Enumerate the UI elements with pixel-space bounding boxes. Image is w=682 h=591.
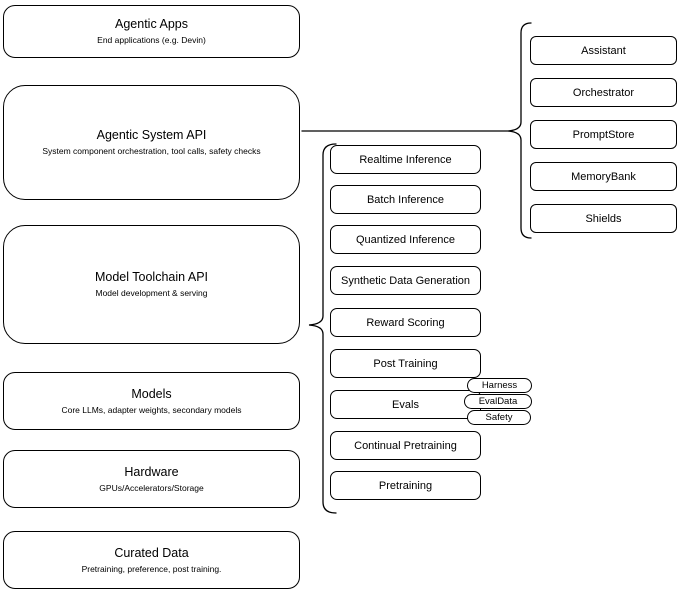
- box-agentic-system-api: Agentic System API System component orch…: [3, 85, 300, 200]
- node-evals: Evals: [330, 390, 481, 419]
- box-title: Model Toolchain API: [94, 270, 209, 284]
- box-model-toolchain-api: Model Toolchain API Model development & …: [3, 225, 300, 344]
- box-title: Agentic Apps: [115, 17, 188, 31]
- node-synthetic-data-generation: Synthetic Data Generation: [330, 266, 481, 295]
- box-title: Agentic System API: [96, 128, 207, 142]
- node-label: Synthetic Data Generation: [340, 274, 471, 287]
- node-batch-inference: Batch Inference: [330, 185, 481, 214]
- node-label: PromptStore: [572, 128, 635, 141]
- pill-harness: Harness: [467, 378, 532, 393]
- box-subtitle: System component orchestration, tool cal…: [42, 146, 261, 156]
- box-subtitle: Core LLMs, adapter weights, secondary mo…: [61, 404, 242, 415]
- pill-evaldata: EvalData: [464, 394, 532, 409]
- node-label: Evals: [392, 398, 419, 411]
- box-title: Curated Data: [114, 545, 189, 560]
- node-label: Orchestrator: [572, 86, 635, 99]
- node-label: Pretraining: [378, 479, 433, 492]
- box-subtitle: End applications (e.g. Devin): [97, 35, 206, 45]
- pill-safety: Safety: [467, 410, 531, 425]
- toolchain-bracket: [308, 143, 337, 514]
- node-quantized-inference: Quantized Inference: [330, 225, 481, 254]
- node-label: Post Training: [373, 357, 438, 370]
- node-reward-scoring: Reward Scoring: [330, 308, 481, 337]
- box-hardware: Hardware GPUs/Accelerators/Storage: [3, 450, 300, 508]
- pill-label: Safety: [485, 412, 513, 423]
- box-subtitle: Model development & serving: [95, 288, 208, 298]
- pill-label: Harness: [481, 380, 518, 391]
- node-label: MemoryBank: [571, 170, 636, 183]
- node-orchestrator: Orchestrator: [530, 78, 677, 107]
- box-agentic-apps: Agentic Apps End applications (e.g. Devi…: [3, 5, 300, 58]
- box-subtitle: GPUs/Accelerators/Storage: [99, 482, 204, 493]
- node-label: Realtime Inference: [359, 153, 452, 166]
- box-curated-data: Curated Data Pretraining, preference, po…: [3, 531, 300, 589]
- node-assistant: Assistant: [530, 36, 677, 65]
- pill-label: EvalData: [478, 396, 518, 407]
- node-realtime-inference: Realtime Inference: [330, 145, 481, 174]
- components-bracket: [507, 22, 532, 239]
- node-pretraining: Pretraining: [330, 471, 481, 500]
- node-post-training: Post Training: [330, 349, 481, 378]
- box-title: Hardware: [124, 464, 179, 479]
- node-label: Continual Pretraining: [354, 439, 457, 452]
- node-shields: Shields: [530, 204, 677, 233]
- node-continual-pretraining: Continual Pretraining: [330, 431, 481, 460]
- node-label: Batch Inference: [366, 193, 445, 206]
- node-label: Shields: [585, 212, 622, 225]
- node-memorybank: MemoryBank: [530, 162, 677, 191]
- node-label: Quantized Inference: [355, 233, 456, 246]
- node-label: Reward Scoring: [366, 316, 445, 329]
- box-title: Models: [131, 386, 172, 401]
- box-models: Models Core LLMs, adapter weights, secon…: [3, 372, 300, 430]
- node-promptstore: PromptStore: [530, 120, 677, 149]
- box-subtitle: Pretraining, preference, post training.: [81, 563, 222, 574]
- node-label: Assistant: [581, 44, 626, 57]
